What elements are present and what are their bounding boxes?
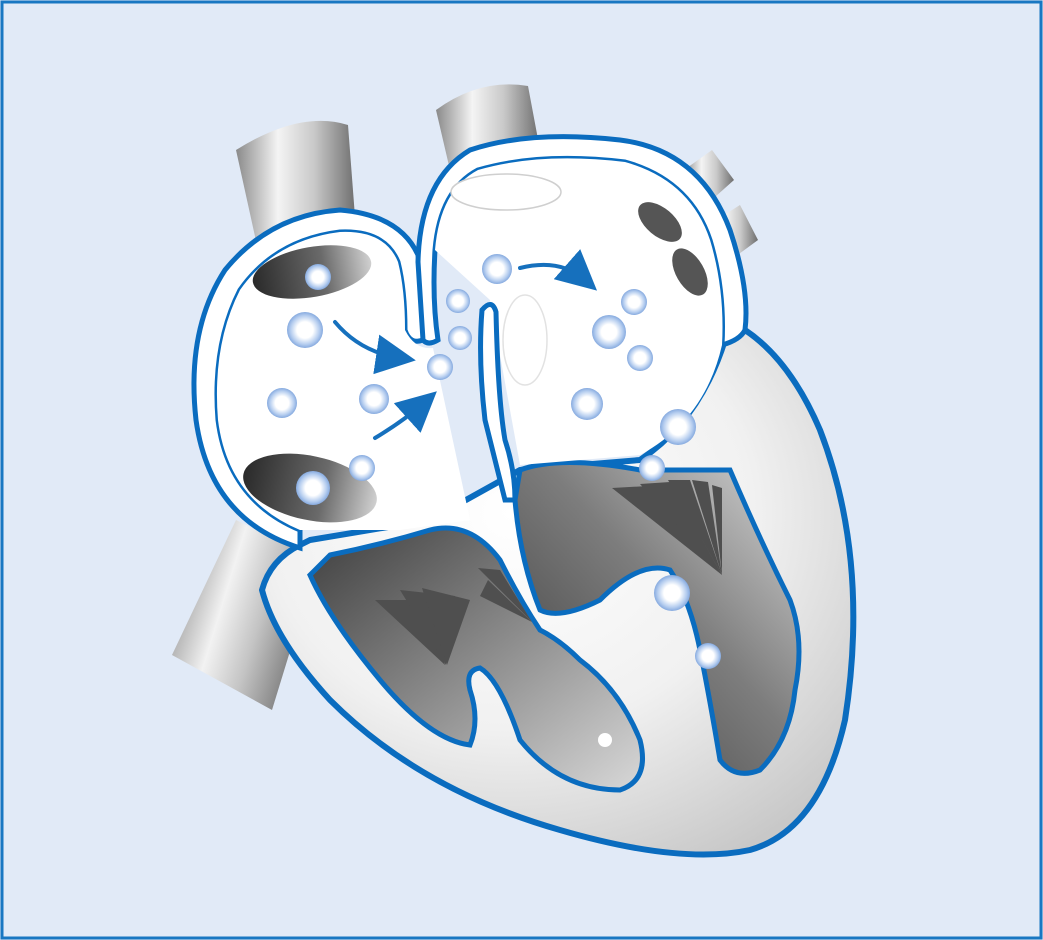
- bubble-icon: [695, 643, 721, 669]
- highlight: [598, 733, 612, 747]
- bubble-icon: [621, 289, 647, 315]
- bubble-icon: [592, 315, 626, 349]
- bubble-icon: [349, 455, 375, 481]
- bubble-icon: [448, 326, 472, 350]
- bubble-icon: [296, 471, 330, 505]
- bubble-icon: [571, 388, 603, 420]
- bubble-icon: [482, 254, 512, 284]
- bubble-icon: [359, 384, 389, 414]
- mitral-outline: [451, 174, 561, 210]
- bubble-icon: [446, 289, 470, 313]
- bubble-icon: [305, 264, 331, 290]
- bubble-icon: [654, 575, 690, 611]
- bubble-icon: [627, 345, 653, 371]
- bubble-icon: [267, 388, 297, 418]
- bubble-icon: [427, 354, 453, 380]
- bubble-icon: [660, 409, 696, 445]
- bubble-icon: [287, 312, 323, 348]
- bubble-icon: [639, 455, 665, 481]
